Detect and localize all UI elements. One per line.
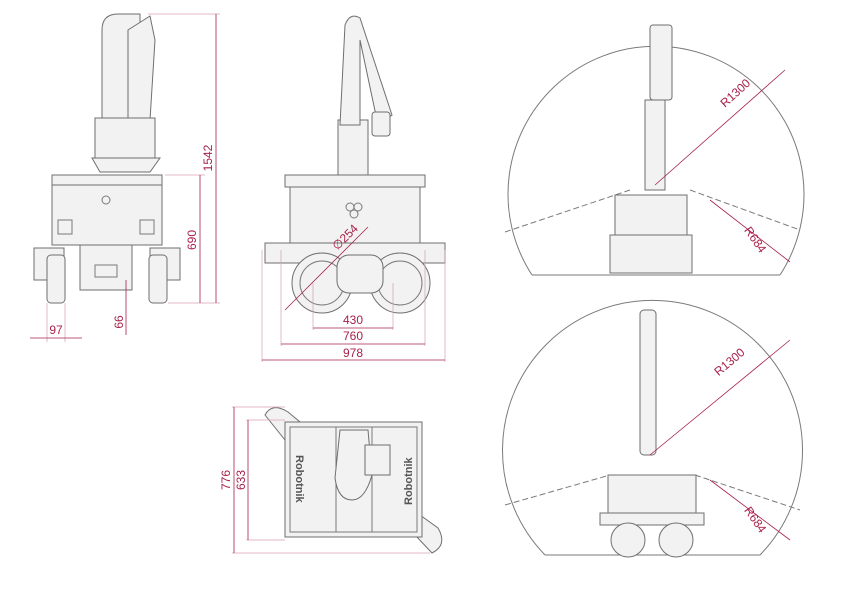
top-arm-joint <box>364 444 391 476</box>
extended-robot-body <box>607 474 697 514</box>
side-robot-arm <box>337 15 393 176</box>
front-emergency-button <box>101 195 111 205</box>
dim-line-r1300-bottom <box>649 339 791 456</box>
front-body <box>51 184 163 246</box>
front-view: 1542 690 97 66 <box>30 13 220 342</box>
robotnik-logo-left: Robotnik <box>293 455 305 504</box>
front-top-plate <box>51 174 163 186</box>
dim-line-254 <box>284 226 369 311</box>
reach-view-folded: R1300 R684 <box>504 24 805 276</box>
dim-label-430: 430 <box>343 313 363 327</box>
dim-label-776: 776 <box>219 470 233 490</box>
dim-label-r1300-bottom: R1300 <box>711 345 747 379</box>
dim-label-97: 97 <box>49 323 63 337</box>
front-wheel-right <box>148 254 168 304</box>
side-body <box>289 186 421 244</box>
top-view: Robotnik Robotnik 776 633 <box>219 406 443 554</box>
front-fan-left <box>57 219 73 235</box>
dim-label-r684-top: R684 <box>741 224 769 256</box>
dim-label-r1300-top: R1300 <box>717 76 753 110</box>
dim-line-r684-top <box>709 199 791 263</box>
dim-label-66: 66 <box>112 315 126 329</box>
front-wheel-left <box>46 254 66 304</box>
dim-label-1542: 1542 <box>201 144 215 171</box>
dim-line-r684-bottom <box>709 479 791 541</box>
dim-label-690: 690 <box>185 230 199 250</box>
folded-robot-body <box>614 194 688 236</box>
dim-label-r684-bottom: R684 <box>741 504 769 536</box>
top-arm <box>334 429 373 501</box>
dim-label-978: 978 <box>343 346 363 360</box>
extended-arm <box>639 309 657 456</box>
side-top-plate <box>284 174 426 188</box>
dim-line-r1300-top <box>654 69 786 186</box>
front-battery-box <box>79 244 133 291</box>
front-robot-arm <box>91 13 161 173</box>
dim-label-633: 633 <box>234 470 248 490</box>
robotnik-logo-right: Robotnik <box>403 456 415 505</box>
reach-view-extended: R1300 R684 <box>502 299 803 558</box>
reach-envelope-arc <box>502 299 803 556</box>
folded-arm <box>644 99 666 191</box>
dim-label-760: 760 <box>343 329 363 343</box>
front-fan-right <box>139 219 155 235</box>
side-view: ∅254 430 760 978 <box>261 15 446 362</box>
